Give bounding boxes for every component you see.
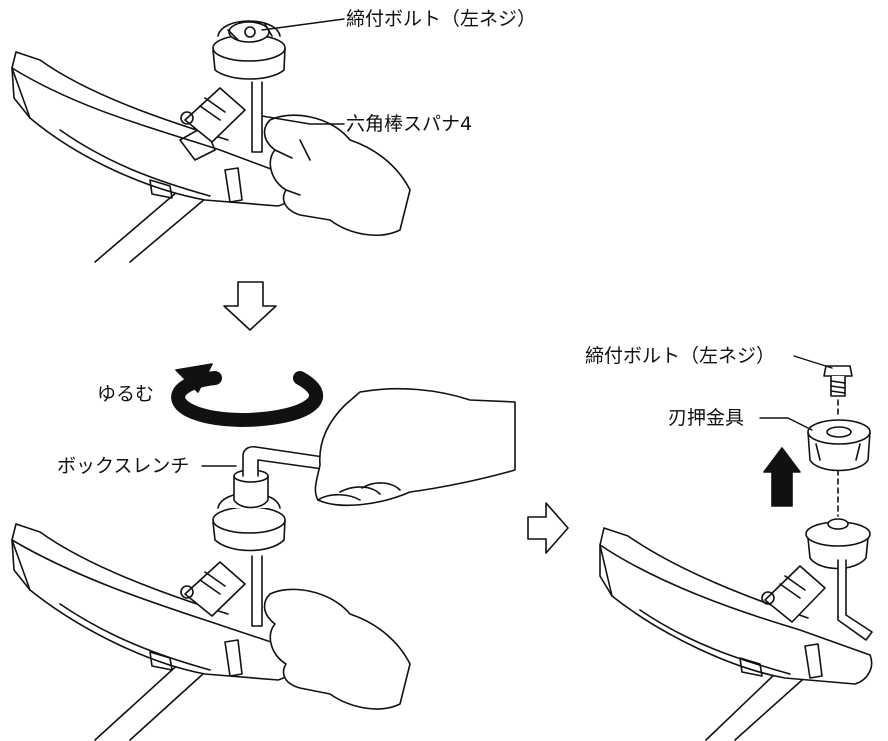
top-trimmer-illustration — [11, 20, 411, 263]
loosen-label: ゆるむ — [97, 383, 155, 405]
rotation-arrow-icon — [171, 363, 323, 427]
top-bolt-label: 締付ボルト（左ネジ） — [346, 8, 537, 30]
box-wrench-label: ボックスレンチ — [57, 455, 190, 477]
hex-wrench-label: 六角棒スパナ4 — [346, 113, 473, 135]
bottom-left-trimmer-illustration — [11, 387, 516, 741]
right-arrow-icon — [527, 502, 569, 554]
blade-holder-label: 刃押金具 — [668, 407, 745, 429]
up-arrow-icon — [763, 447, 801, 507]
right-trimmer-illustration — [599, 365, 873, 741]
right-bolt-label: 締付ボルト（左ネジ） — [585, 345, 776, 367]
leader-lines — [201, 18, 833, 467]
down-arrow-icon — [223, 281, 277, 331]
